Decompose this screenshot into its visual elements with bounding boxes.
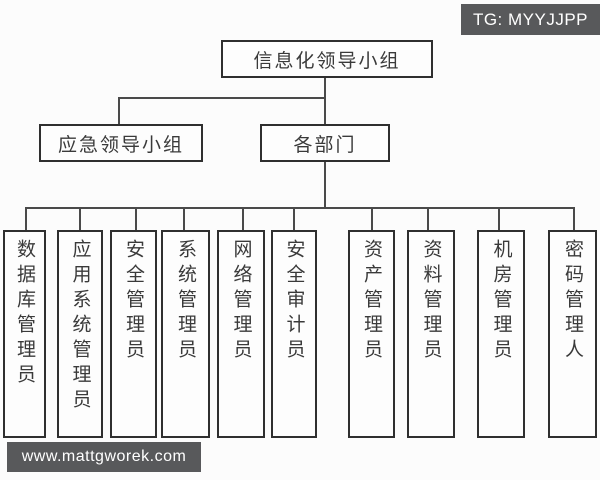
org-node-label: 安全管理员 — [123, 239, 144, 364]
org-node-password-manager: 密码管理人 — [548, 230, 597, 438]
connector-emergency-drop — [118, 97, 120, 125]
connector-departments-drop — [324, 162, 326, 208]
org-node-label: 信息化领导小组 — [253, 50, 401, 72]
org-node-label: 资产管理员 — [361, 239, 382, 364]
org-node-asset-admin: 资产管理员 — [348, 230, 395, 438]
connector-role-drop-3 — [135, 207, 137, 231]
org-node-label: 系统管理员 — [175, 239, 196, 364]
org-node-label: 应用系统管理员 — [69, 239, 91, 414]
connector-role-drop-6 — [293, 207, 295, 231]
tg-badge: TG: MYYJJPP — [461, 4, 600, 35]
org-node-app-system-admin: 应用系统管理员 — [57, 230, 103, 438]
org-node-label: 安全审计员 — [283, 239, 305, 364]
connector-role-drop-1 — [25, 207, 27, 231]
org-node-label: 资料管理员 — [420, 239, 442, 364]
connector-role-drop-8 — [427, 207, 429, 231]
site-watermark-label: www.mattgworek.com — [21, 448, 187, 465]
connector-roles-branch — [25, 207, 575, 209]
connector-root-drop — [324, 77, 326, 125]
connector-role-drop-4 — [183, 207, 185, 231]
org-node-label: 网络管理员 — [230, 239, 252, 364]
connector-level2-branch — [118, 97, 326, 99]
connector-role-drop-7 — [371, 207, 373, 231]
org-node-network-admin: 网络管理员 — [217, 230, 265, 438]
org-node-emergency-leadership-group: 应急领导小组 — [39, 124, 203, 162]
org-node-departments: 各部门 — [260, 124, 390, 162]
connector-role-drop-10 — [573, 207, 575, 231]
connector-role-drop-2 — [79, 207, 81, 231]
org-node-security-admin: 安全管理员 — [110, 230, 157, 438]
org-node-label: 机房管理员 — [490, 239, 512, 364]
org-node-database-admin: 数据库管理员 — [3, 230, 46, 438]
connector-role-drop-9 — [498, 207, 500, 231]
org-node-label: 密码管理人 — [562, 239, 583, 364]
org-node-label: 应急领导小组 — [57, 134, 184, 156]
org-node-document-admin: 资料管理员 — [407, 230, 455, 438]
org-node-security-auditor: 安全审计员 — [271, 230, 317, 438]
org-node-label: 数据库管理员 — [14, 239, 35, 389]
tg-badge-label: TG: MYYJJPP — [472, 9, 589, 29]
org-node-server-room-admin: 机房管理员 — [477, 230, 525, 438]
org-node-system-admin: 系统管理员 — [161, 230, 210, 438]
org-node-it-leadership-group: 信息化领导小组 — [221, 40, 433, 78]
site-watermark: www.mattgworek.com — [7, 442, 201, 472]
org-node-label: 各部门 — [293, 134, 357, 156]
connector-role-drop-5 — [242, 207, 244, 231]
